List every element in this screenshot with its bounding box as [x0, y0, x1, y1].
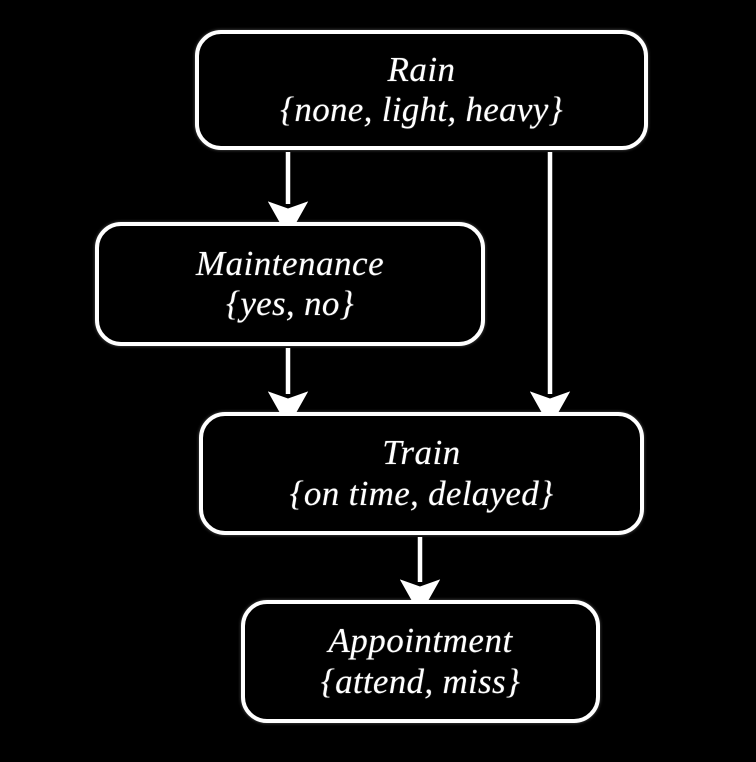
node-appointment-states: {attend, miss}: [320, 661, 521, 701]
node-appointment[interactable]: Appointment {attend, miss}: [241, 600, 600, 723]
node-train-label: Train: [382, 433, 461, 472]
node-maintenance[interactable]: Maintenance {yes, no}: [95, 222, 485, 346]
node-maintenance-states: {yes, no}: [226, 284, 354, 324]
node-rain[interactable]: Rain {none, light, heavy}: [195, 30, 648, 150]
node-train[interactable]: Train {on time, delayed}: [199, 412, 644, 535]
node-rain-label: Rain: [387, 49, 456, 89]
node-appointment-label: Appointment: [328, 621, 513, 660]
node-rain-states: {none, light, heavy}: [280, 90, 563, 130]
node-maintenance-label: Maintenance: [195, 243, 385, 283]
node-train-states: {on time, delayed}: [289, 473, 554, 513]
